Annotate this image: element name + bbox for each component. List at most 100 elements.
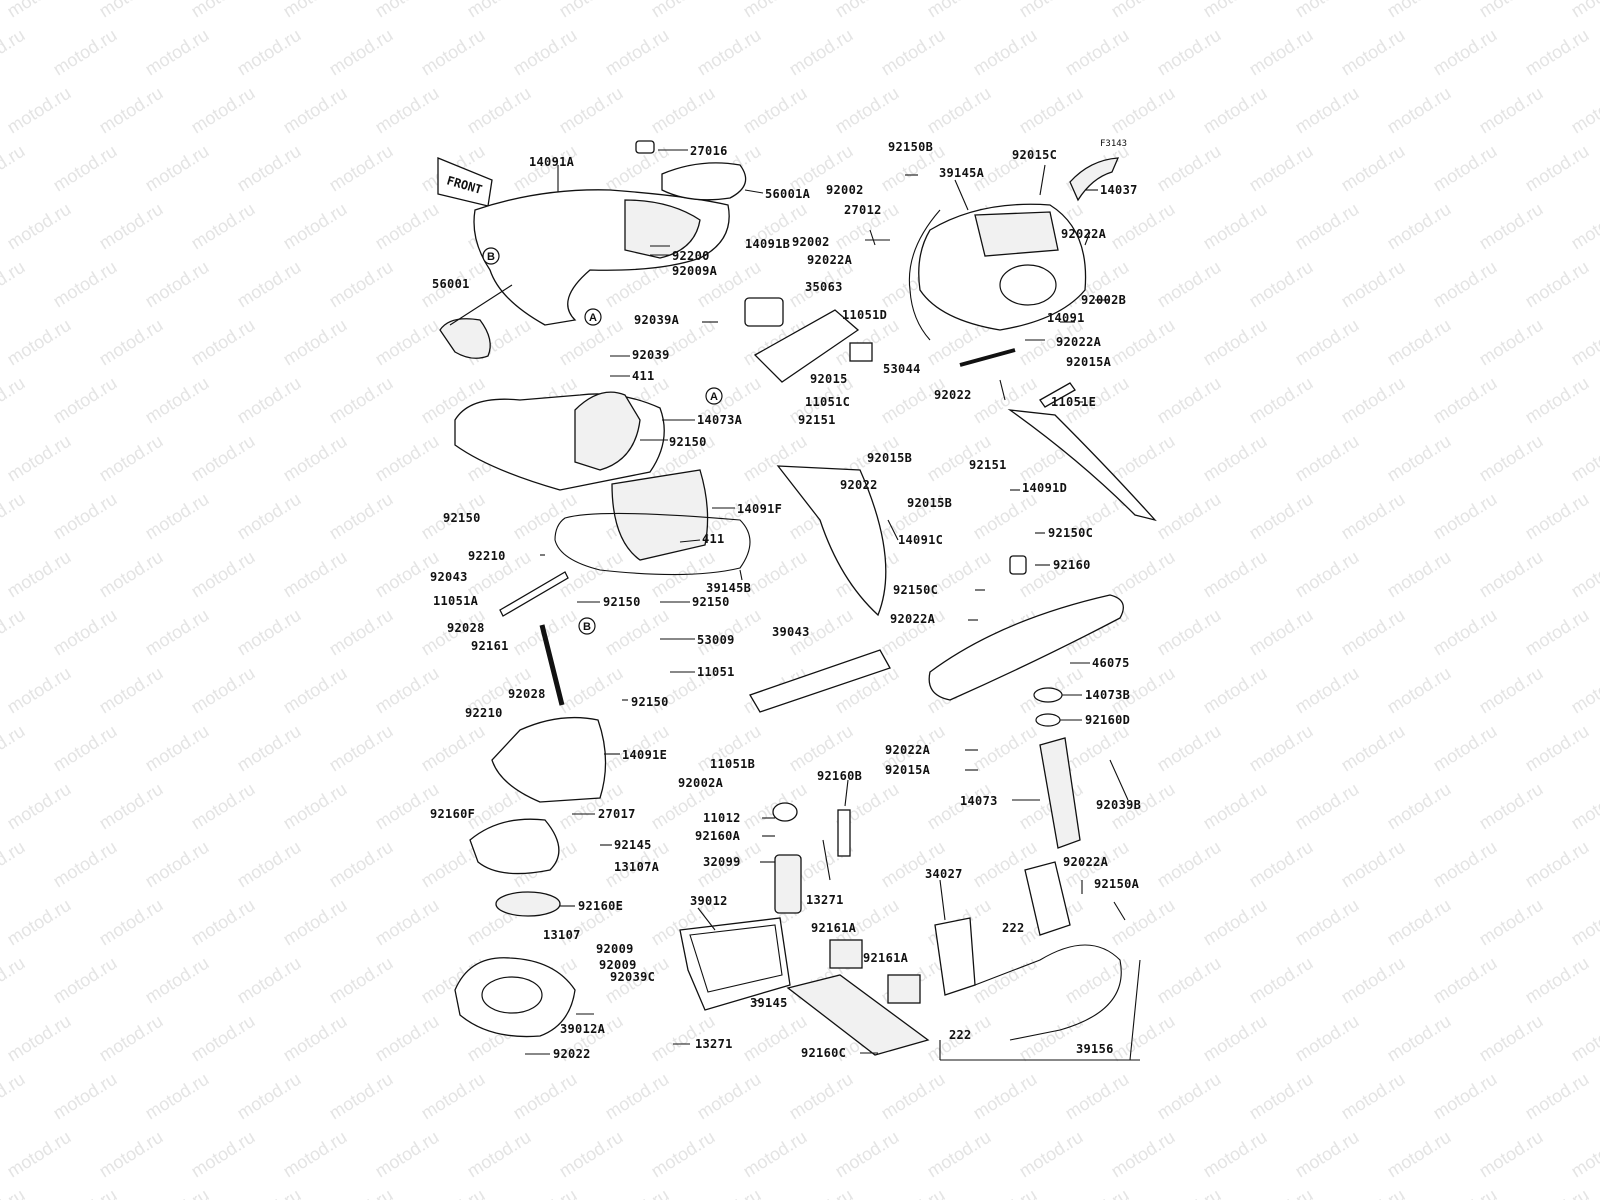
watermark-text: motod.ru [1522,721,1593,776]
watermark-text: motod.ru [142,257,213,312]
watermark-text: motod.ru [1108,83,1179,138]
watermark-text: motod.ru [1246,1185,1317,1200]
watermark-text: motod.ru [1292,1127,1363,1182]
watermark-text: motod.ru [1292,431,1363,486]
watermark-text: motod.ru [1108,547,1179,602]
callout-a-2 [705,387,723,405]
label-92002a-left: 92002A [678,776,724,790]
label-411-b: 411 [702,532,725,546]
watermark-text: motod.ru [1200,83,1271,138]
watermark-text: motod.ru [1292,315,1363,370]
watermark-text: motod.ru [188,431,259,486]
watermark-text: motod.ru [1108,431,1179,486]
watermark-text: motod.ru [1246,257,1317,312]
watermark-text: motod.ru [4,199,75,254]
watermark-text: motod.ru [234,721,305,776]
watermark-text: motod.ru [234,1185,305,1200]
watermark-text: motod.ru [142,605,213,660]
bracket-35063-part [753,309,860,383]
watermark-text: motod.ru [510,1185,581,1200]
watermark-text: motod.ru [0,721,28,776]
label-92200: 92200 [672,249,710,263]
label-92150c-2: 92150C [893,583,938,597]
label-11051: 11051 [697,665,735,679]
watermark-text: motod.ru [1154,141,1225,196]
watermark-text: motod.ru [1430,1069,1501,1124]
label-92015a-b: 92015A [885,763,931,777]
watermark-text: motod.ru [142,953,213,1008]
label-92009-a: 92009 [596,942,634,956]
label-92150a: 92150A [1094,877,1140,891]
watermark-text: motod.ru [1246,25,1317,80]
watermark-text: motod.ru [832,0,903,21]
watermark-text: motod.ru [924,83,995,138]
rod-53044-part [959,348,1016,367]
watermark-text: motod.ru [1476,779,1547,834]
watermark-text: motod.ru [556,0,627,21]
hinge-11051d-part [849,342,873,362]
label-92022a-3: 92022A [1056,335,1102,349]
watermark-text: motod.ru [1476,663,1547,718]
label-92022-d: 92022 [553,1047,591,1061]
watermark-text: motod.ru [50,1069,121,1124]
watermark-text: motod.ru [326,953,397,1008]
label-39145a: 39145A [939,166,985,180]
watermark-text: motod.ru [418,1185,489,1200]
watermark-text: motod.ru [326,489,397,544]
watermark-text: motod.ru [1292,83,1363,138]
watermark-text: motod.ru [1338,25,1409,80]
watermark-text: motod.ru [50,1185,121,1200]
watermark-text: motod.ru [1292,0,1363,21]
watermark-text: motod.ru [1292,663,1363,718]
cap-part [635,140,655,154]
watermark-text: motod.ru [556,83,627,138]
watermark-text: motod.ru [602,25,673,80]
label-11051d: 11051D [842,308,887,322]
label-14073: 14073 [960,794,998,808]
label-39012a: 39012A [560,1022,606,1036]
watermark-text: motod.ru [1154,605,1225,660]
watermark-text: motod.ru [556,663,627,718]
watermark-text: motod.ru [50,721,121,776]
label-11051a: 11051A [433,594,479,608]
watermark-text: motod.ru [280,895,351,950]
watermark-text: motod.ru [1384,547,1455,602]
watermark-text: motod.ru [188,199,259,254]
watermark-text: motod.ru [1430,257,1501,312]
watermark-text: motod.ru [1384,779,1455,834]
label-11051b: 11051B [710,757,755,771]
label-92210-a: 92210 [468,549,506,563]
watermark-text: motod.ru [234,373,305,428]
watermark-text: motod.ru [1430,605,1501,660]
watermark-text: motod.ru [832,83,903,138]
watermark-text: motod.ru [0,1185,28,1200]
watermark-text: motod.ru [50,373,121,428]
callout-b-2 [578,617,596,635]
watermark-text: motod.ru [740,779,811,834]
watermark-text: motod.ru [1430,141,1501,196]
watermark-text: motod.ru [234,489,305,544]
watermark-text: motod.ru [1338,1069,1409,1124]
label-11051c: 11051C [805,395,850,409]
watermark-text: motod.ru [418,721,489,776]
watermark-text: motod.ru [924,1127,995,1182]
handle-46075-part [928,594,1124,701]
label-53044: 53044 [883,362,921,376]
watermark-text: motod.ru [4,895,75,950]
panel-14091d-part [1007,409,1157,522]
watermark-text: motod.ru [1384,1127,1455,1182]
watermark-text: motod.ru [1200,1011,1271,1066]
watermark-text: motod.ru [464,0,535,21]
watermark-text: motod.ru [0,257,28,312]
figure-code: F3143 [1100,139,1127,149]
label-92160b: 92160B [817,769,862,783]
watermark-text: motod.ru [1108,1127,1179,1182]
watermark-text: motod.ru [96,83,167,138]
watermark-text: motod.ru [188,779,259,834]
watermark-text: motod.ru [418,25,489,80]
watermark-text: motod.ru [1154,1185,1225,1200]
watermark-text: motod.ru [1568,547,1600,602]
damper-part [539,624,565,706]
watermark-text: motod.ru [1568,315,1600,370]
